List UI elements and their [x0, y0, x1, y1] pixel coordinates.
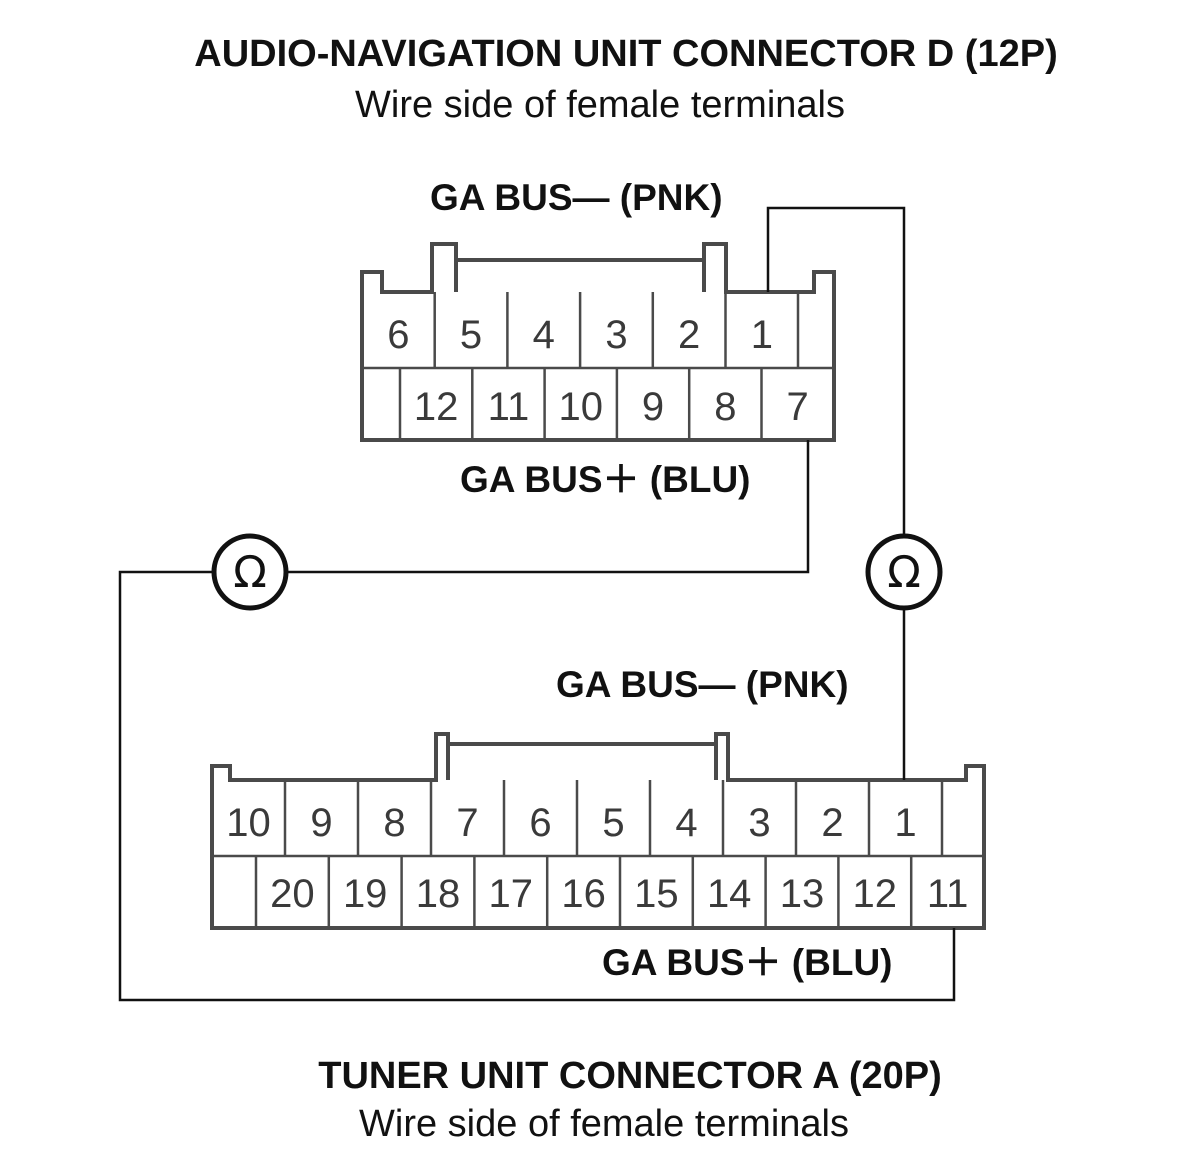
connector-a-top-pin-6: 6 [529, 801, 551, 845]
connector-a-bottom-pin-16: 16 [561, 872, 606, 916]
ohm-icon: Ω [887, 547, 921, 598]
connector-a-bottom-pin-20: 20 [270, 872, 315, 916]
ohmmeter-left-circle [211, 533, 289, 611]
connector-a-title: TUNER UNIT CONNECTOR A (20P) [318, 1055, 942, 1097]
ohmmeter-right: Ω [865, 533, 943, 611]
connector-d-bottom-pin-10: 10 [559, 385, 604, 429]
connector-d-bottom-pin-11: 11 [488, 385, 530, 429]
wire-d-pin1-pnk [766, 206, 906, 536]
connector-a-top-pin-4: 4 [675, 801, 697, 845]
wire-d-pin7-blu [286, 440, 810, 574]
connector-d: 6 5 4 3 2 1 12 11 10 9 8 7 [360, 242, 836, 442]
connector-d-subtitle: Wire side of female terminals [355, 84, 845, 126]
connector-a-bottom-pin-12: 12 [853, 872, 898, 916]
connector-a-top-pin-9: 9 [310, 801, 332, 845]
connector-a-bottom-pin-14: 14 [707, 872, 752, 916]
ohm-icon: Ω [233, 547, 267, 598]
connector-a-bottom-pin-18: 18 [416, 872, 461, 916]
connector-a-bottom-pin-19: 19 [343, 872, 388, 916]
connector-a-bottom-pin-17: 17 [489, 872, 534, 916]
connector-d-label-plus: GA BUS＋ (BLU) [460, 459, 751, 500]
connector-d-bottom-pin-9: 9 [642, 385, 664, 429]
connector-d-top-pin-4: 4 [533, 313, 555, 357]
connector-a-label-minus: GA BUS— (PNK) [556, 664, 849, 705]
ohmmeter-left: Ω [211, 533, 289, 611]
connector-d-label-minus: GA BUS— (PNK) [430, 177, 723, 218]
connector-a-top-pin-10: 10 [226, 801, 271, 845]
ohmmeter-right-circle [865, 533, 943, 611]
connector-d-top-pin-3: 3 [605, 313, 627, 357]
connector-a-top-pin-1: 1 [894, 801, 916, 845]
connector-a-bottom-pin-15: 15 [634, 872, 679, 916]
connector-d-bottom-pin-12: 12 [414, 385, 459, 429]
connector-a-bottom-pin-11: 11 [927, 872, 969, 916]
connector-d-top-pin-5: 5 [460, 313, 482, 357]
wire-a-pin11-blu [118, 570, 956, 1002]
connector-d-title: AUDIO-NAVIGATION UNIT CONNECTOR D (12P) [194, 33, 1057, 75]
connector-d-bottom-pin-7: 7 [787, 385, 809, 429]
connector-a-bottom-pin-13: 13 [780, 872, 825, 916]
connector-a-top-pin-2: 2 [821, 801, 843, 845]
connector-d-top-pin-1: 1 [751, 313, 773, 357]
connector-d-bottom-pin-8: 8 [714, 385, 736, 429]
connector-a-top-pin-7: 7 [456, 801, 478, 845]
connector-a-top-pin-5: 5 [602, 801, 624, 845]
connector-d-top-pin-2: 2 [678, 313, 700, 357]
connector-a-top-pin-8: 8 [383, 801, 405, 845]
connector-a-subtitle: Wire side of female terminals [359, 1103, 849, 1145]
connector-a-top-pin-3: 3 [748, 801, 770, 845]
connector-a-label-plus: GA BUS＋ (BLU) [602, 942, 893, 983]
connector-d-top-pin-6: 6 [387, 313, 409, 357]
